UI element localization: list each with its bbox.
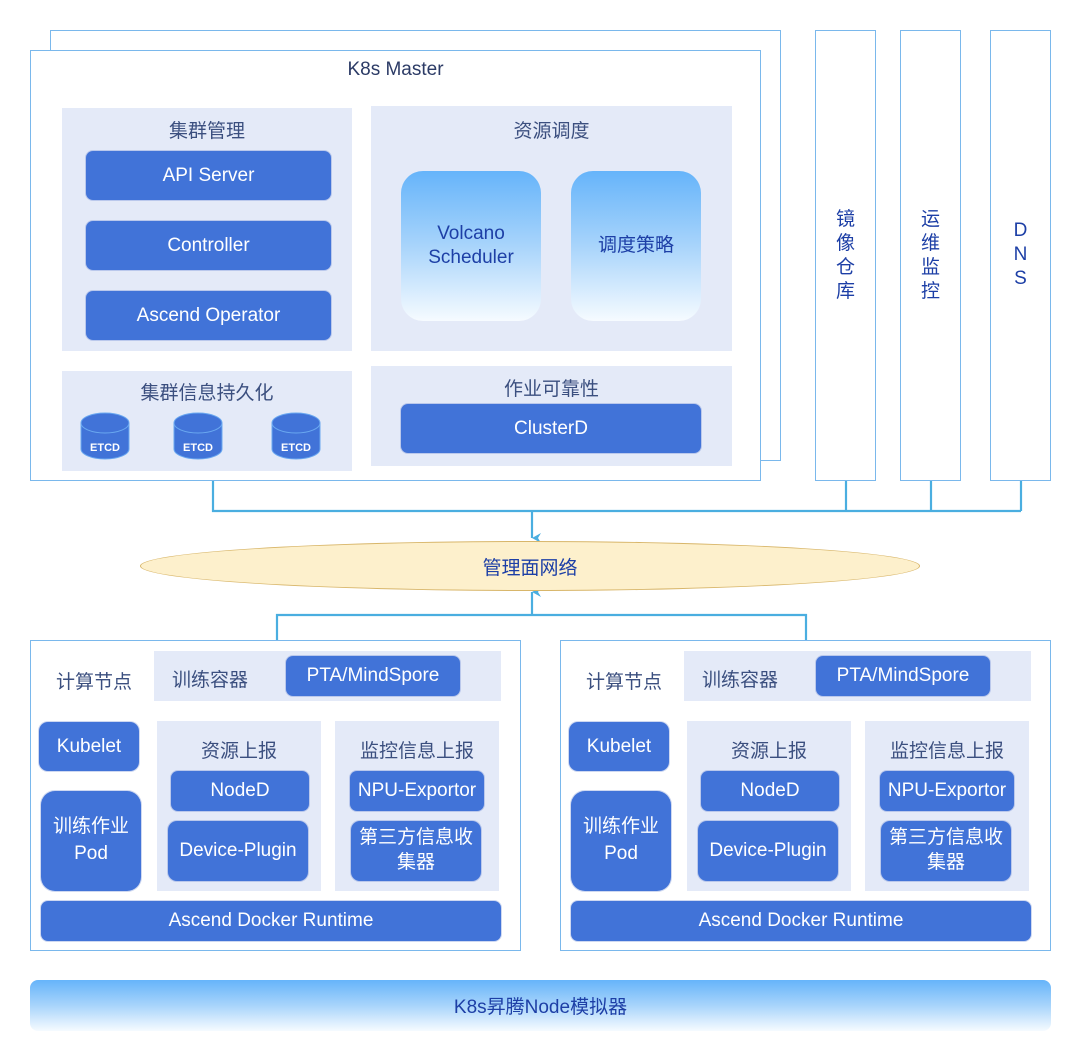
training-pod-box[interactable]: 训练作业 Pod xyxy=(571,791,671,891)
connector-master xyxy=(211,481,1021,513)
compute-node-title: 计算节点 xyxy=(586,672,663,693)
dns-box[interactable]: D N S xyxy=(990,30,1051,481)
k8s-master-title: K8s Master xyxy=(347,59,444,80)
management-network[interactable]: 管理面网络 xyxy=(140,541,920,591)
ascend-docker-runtime-box[interactable]: Ascend Docker Runtime xyxy=(41,901,501,941)
image-registry-char: 镜 xyxy=(835,208,855,230)
noded-box[interactable]: NodeD xyxy=(701,771,839,811)
cluster-management-panel: 集群管理 API Server Controller Ascend Operat… xyxy=(62,108,352,351)
ascend-operator-box[interactable]: Ascend Operator xyxy=(86,291,331,340)
scheduling-policy-box[interactable]: 调度策略 xyxy=(571,171,701,321)
kubelet-box[interactable]: Kubelet xyxy=(569,722,669,771)
image-registry-char: 像 xyxy=(835,232,855,254)
monitor-report-panel: 监控信息上报 NPU-Exportor 第三方信息收 集器 xyxy=(335,721,499,891)
cluster-persistence-title: 集群信息持久化 xyxy=(140,383,274,404)
etcd-label: ETCD xyxy=(183,442,213,454)
etcd-label: ETCD xyxy=(281,442,311,454)
npu-exportor-box[interactable]: NPU-Exportor xyxy=(880,771,1014,811)
monitor-report-title: 监控信息上报 xyxy=(359,741,474,762)
third-party-collector-box[interactable]: 第三方信息收 集器 xyxy=(881,821,1011,881)
etcd-database-icon[interactable]: ETCD xyxy=(173,411,223,461)
resource-report-panel: 资源上报 NodeD Device-Plugin xyxy=(687,721,851,891)
training-container-panel: 训练容器 PTA/MindSpore xyxy=(154,651,501,701)
dns-char: N xyxy=(1013,244,1028,265)
resource-report-panel: 资源上报 NodeD Device-Plugin xyxy=(157,721,321,891)
resource-scheduling-panel: 资源调度 Volcano Scheduler 调度策略 xyxy=(371,106,732,351)
image-registry-char: 库 xyxy=(835,280,855,302)
volcano-scheduler-box[interactable]: Volcano Scheduler xyxy=(401,171,541,321)
third-party-collector-box[interactable]: 第三方信息收 集器 xyxy=(351,821,481,881)
image-registry-char: 仓 xyxy=(835,256,855,278)
kubelet-box[interactable]: Kubelet xyxy=(39,722,139,771)
device-plugin-box[interactable]: Device-Plugin xyxy=(698,821,838,881)
monitor-report-title: 监控信息上报 xyxy=(889,741,1004,762)
clusterd-box[interactable]: ClusterD xyxy=(401,404,701,453)
training-container-label: 训练容器 xyxy=(172,670,249,691)
device-plugin-box[interactable]: Device-Plugin xyxy=(168,821,308,881)
training-container-panel: 训练容器 PTA/MindSpore xyxy=(684,651,1031,701)
resource-report-title: 资源上报 xyxy=(200,741,277,762)
cluster-management-title: 集群管理 xyxy=(168,121,245,142)
ops-monitoring-char: 监 xyxy=(920,256,940,278)
ops-monitoring-char: 控 xyxy=(920,280,940,302)
ascend-docker-runtime-box[interactable]: Ascend Docker Runtime xyxy=(571,901,1031,941)
dns-char: D xyxy=(1013,220,1028,241)
resource-report-title: 资源上报 xyxy=(730,741,807,762)
ops-monitoring-char: 运 xyxy=(920,208,940,230)
resource-scheduling-title: 资源调度 xyxy=(513,121,590,142)
compute-node-title: 计算节点 xyxy=(56,672,133,693)
ops-monitoring-char: 维 xyxy=(920,232,940,254)
noded-box[interactable]: NodeD xyxy=(171,771,309,811)
api-server-box[interactable]: API Server xyxy=(86,151,331,200)
ops-monitoring-box[interactable]: 运 维 监 控 xyxy=(900,30,961,481)
job-reliability-title: 作业可靠性 xyxy=(503,379,599,400)
connector-nodes xyxy=(275,613,808,640)
training-pod-box[interactable]: 训练作业 Pod xyxy=(41,791,141,891)
etcd-database-icon[interactable]: ETCD xyxy=(80,411,130,461)
cluster-persistence-panel: 集群信息持久化 ETCD ETCD ETCD xyxy=(62,371,352,471)
npu-exportor-box[interactable]: NPU-Exportor xyxy=(350,771,484,811)
dns-char: S xyxy=(1014,268,1027,289)
node-simulator-bar[interactable]: K8s昇腾Node模拟器 xyxy=(30,980,1051,1031)
k8s-master-frame: K8s Master 集群管理 API Server Controller As… xyxy=(30,50,761,481)
controller-box[interactable]: Controller xyxy=(86,221,331,270)
etcd-database-icon[interactable]: ETCD xyxy=(271,411,321,461)
training-container-label: 训练容器 xyxy=(702,670,779,691)
etcd-label: ETCD xyxy=(90,442,120,454)
image-registry-box[interactable]: 镜 像 仓 库 xyxy=(815,30,876,481)
framework-box[interactable]: PTA/MindSpore xyxy=(816,656,990,696)
job-reliability-panel: 作业可靠性 ClusterD xyxy=(371,366,732,466)
monitor-report-panel: 监控信息上报 NPU-Exportor 第三方信息收 集器 xyxy=(865,721,1029,891)
compute-node-left: 计算节点 训练容器 PTA/MindSpore Kubelet 训练作业 Pod… xyxy=(30,640,521,951)
compute-node-right: 计算节点 训练容器 PTA/MindSpore Kubelet 训练作业 Pod… xyxy=(560,640,1051,951)
framework-box[interactable]: PTA/MindSpore xyxy=(286,656,460,696)
